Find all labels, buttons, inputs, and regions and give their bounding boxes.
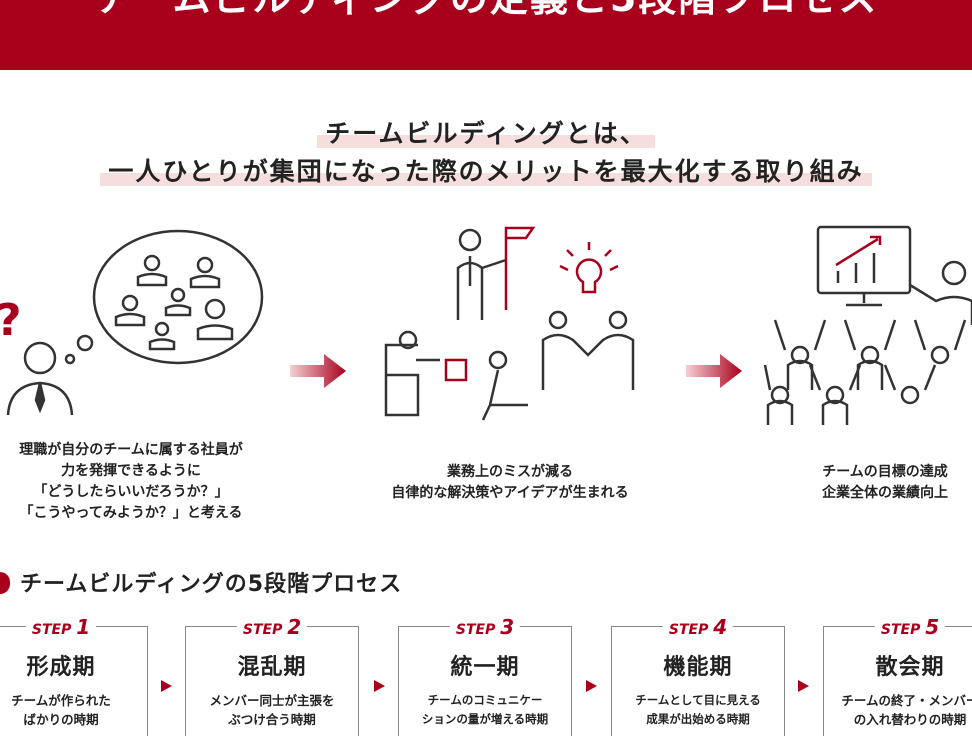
flow-caption-3: チームの目標の達成 企業全体の業績向上 (822, 464, 948, 501)
step-arrow-icon (374, 680, 385, 692)
definition-line-1: チームビルディングとは、 (0, 114, 972, 150)
step-card-5: STEP 5 散会期 チームの終了・メンバーの入れ替わりの時期 (823, 615, 972, 736)
process-heading: チームビルディングの5段階プロセス (0, 566, 402, 598)
step-card-2: STEP 2 混乱期 メンバー同士が主張をぶつけ合う時期 (185, 615, 359, 736)
flow-arrow-icon (686, 354, 742, 388)
teamwork-illustration (384, 226, 635, 421)
step-arrow-icon (798, 680, 809, 692)
flow-arrow-icon (290, 354, 346, 388)
heading-marker-icon (0, 572, 10, 594)
title-banner: チームビルディングの定義と5段階プロセス (0, 0, 972, 70)
definition-line-2: 一人ひとりが集団になった際のメリットを最大化する取り組み (0, 152, 972, 188)
step-arrow-icon (161, 680, 172, 692)
goal-achievement-illustration (763, 225, 972, 425)
flow-caption-1: 理職が自分のチームに属する社員が 力を発揮できるように 「どうしたらいいだろうか… (19, 442, 243, 521)
thinking-manager-illustration: ? (0, 229, 264, 416)
question-mark-icon: ? (0, 295, 22, 346)
cheering-people-icons (763, 319, 967, 425)
step-arrow-icon (586, 680, 597, 692)
team-members-icons (114, 254, 234, 351)
page-title: チームビルディングの定義と5段階プロセス (0, 0, 972, 17)
step-card-4: STEP 4 機能期 チームとして目に見える成果が出始める時期 (611, 615, 785, 736)
step-card-3: STEP 3 統一期 チームのコミュニケーションの量が増える時期 (398, 615, 572, 736)
flow-caption-2: 業務上のミスが減る 自律的な解決策やアイデアが生まれる (391, 464, 629, 501)
step-card-1: STEP 1 形成期 チームが作られたばかりの時期 (0, 615, 148, 736)
